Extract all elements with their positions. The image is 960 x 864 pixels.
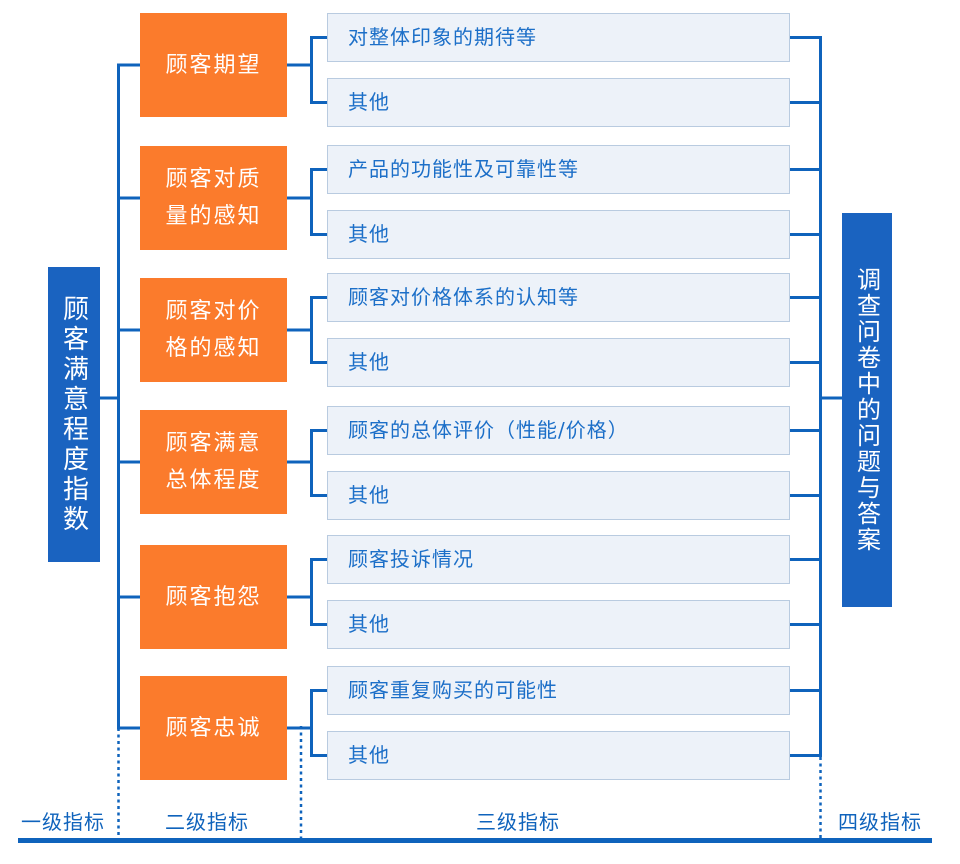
- level3-other-node-row2: 其他: [327, 210, 790, 259]
- level2-node-row3: 顾客对价格的感知: [140, 278, 287, 382]
- level2-label: 顾客忠诚: [165, 715, 262, 741]
- bottom-baseline-bar: [18, 838, 932, 843]
- level1-label: 顾客满意程度指数: [58, 294, 89, 535]
- level3-other-node-row3: 其他: [327, 338, 790, 387]
- axis-label-level3: 三级指标: [476, 810, 560, 834]
- connector-row3-fork: [310, 296, 328, 364]
- level2-label: 顾客抱怨: [165, 584, 262, 610]
- level2-label: 顾客对价格的感知: [165, 299, 262, 361]
- axis-label-level4: 四级指标: [838, 810, 922, 834]
- level3-node-row5: 顾客投诉情况: [327, 535, 790, 584]
- axis-label-level1: 一级指标: [21, 810, 105, 834]
- level2-node-row5: 顾客抱怨: [140, 545, 287, 649]
- level3-other-node-row6: 其他: [327, 731, 790, 780]
- level2-node-row4: 顾客满意总体程度: [140, 410, 287, 514]
- level2-label: 顾客期望: [165, 52, 262, 78]
- level3-other-node-row1: 其他: [327, 78, 790, 127]
- level3-other-node-row5: 其他: [327, 600, 790, 649]
- connector-row2-fork: [310, 168, 328, 236]
- connector-row4-fork: [310, 429, 328, 497]
- connector-row1-fork: [310, 36, 328, 104]
- level4-label: 调查问卷中的问题与答案: [852, 267, 881, 553]
- level3-node-row3: 顾客对价格体系的认知等: [327, 273, 790, 322]
- level2-label: 顾客满意总体程度: [165, 431, 262, 493]
- level3-node-row6: 顾客重复购买的可能性: [327, 666, 790, 715]
- axis-label-level2: 二级指标: [165, 810, 249, 834]
- level2-label: 顾客对质量的感知: [165, 167, 262, 229]
- connector-row6-fork: [310, 689, 328, 757]
- level4-node: 调查问卷中的问题与答案: [842, 213, 892, 607]
- connector-row5-fork: [310, 558, 328, 626]
- level3-node-row4: 顾客的总体评价（性能/价格）: [327, 406, 790, 455]
- level3-other-node-row4: 其他: [327, 471, 790, 520]
- level2-node-row6: 顾客忠诚: [140, 676, 287, 780]
- level2-node-row2: 顾客对质量的感知: [140, 146, 287, 250]
- level3-node-row1: 对整体印象的期待等: [327, 13, 790, 62]
- level1-node: 顾客满意程度指数: [48, 267, 100, 562]
- level3-node-row2: 产品的功能性及可靠性等: [327, 145, 790, 194]
- level2-node-row1: 顾客期望: [140, 13, 287, 117]
